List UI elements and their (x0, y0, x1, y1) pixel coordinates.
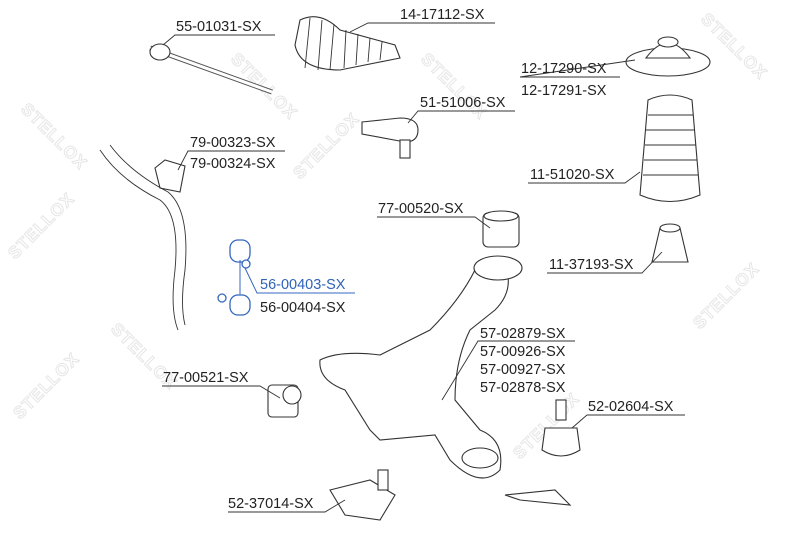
part-label[interactable]: 52-02604-SX (588, 399, 674, 415)
watermark: STELLOX (17, 99, 91, 173)
ball-joint-drawing[interactable] (541, 399, 581, 457)
watermark: STELLOX (697, 9, 771, 83)
part-label[interactable]: 12-17290-SX (521, 61, 607, 77)
watermark: STELLOX (4, 189, 78, 263)
stabilizer-link-drawing[interactable] (217, 239, 251, 316)
watermark: STELLOX (689, 259, 763, 333)
part-label[interactable]: 55-01031-SX (176, 19, 262, 35)
tie-rod-inner-drawing[interactable] (149, 43, 273, 95)
watermark: STELLOX (417, 49, 491, 123)
part-label[interactable]: 79-00324-SX (190, 156, 276, 172)
strut-mount-drawing[interactable] (625, 36, 711, 77)
watermark: STELLOX (289, 109, 363, 183)
part-label[interactable]: 77-00521-SX (163, 370, 249, 386)
part-label[interactable]: 12-17291-SX (521, 83, 607, 99)
leader-lines (162, 22, 685, 513)
part-label[interactable]: 11-37193-SX (549, 257, 634, 273)
dust-boot-drawing[interactable] (639, 94, 701, 203)
arm-bushing-rear-drawing[interactable] (482, 210, 520, 248)
steering-boot-drawing[interactable] (294, 16, 401, 71)
part-label[interactable]: 57-00927-SX (480, 362, 566, 378)
watermark: STELLOX (227, 49, 301, 123)
part-label[interactable]: 52-37014-SX (228, 496, 314, 512)
watermark: STELLOX (9, 349, 83, 423)
part-label-highlighted[interactable]: 56-00403-SX (260, 277, 346, 293)
part-label[interactable]: 51-51006-SX (420, 95, 506, 111)
part-label[interactable]: 57-02879-SX (480, 326, 566, 342)
part-label[interactable]: 57-00926-SX (480, 344, 566, 360)
tie-rod-end-drawing[interactable] (361, 117, 419, 159)
part-label[interactable]: 57-02878-SX (480, 380, 566, 396)
control-arm-drawing[interactable] (319, 255, 523, 479)
part-label[interactable]: 14-17112-SX (400, 7, 485, 23)
stabilizer-bar-drawing[interactable] (99, 144, 187, 331)
stabilizer-bushing-drawing[interactable] (154, 159, 186, 193)
ball-joint-lower-drawing[interactable] (329, 469, 572, 521)
arm-bushing-front-drawing[interactable] (267, 384, 302, 418)
part-label[interactable]: 11-51020-SX (530, 167, 615, 183)
part-label[interactable]: 77-00520-SX (378, 201, 464, 217)
part-label[interactable]: 79-00323-SX (190, 135, 276, 151)
part-label[interactable]: 56-00404-SX (260, 300, 346, 316)
